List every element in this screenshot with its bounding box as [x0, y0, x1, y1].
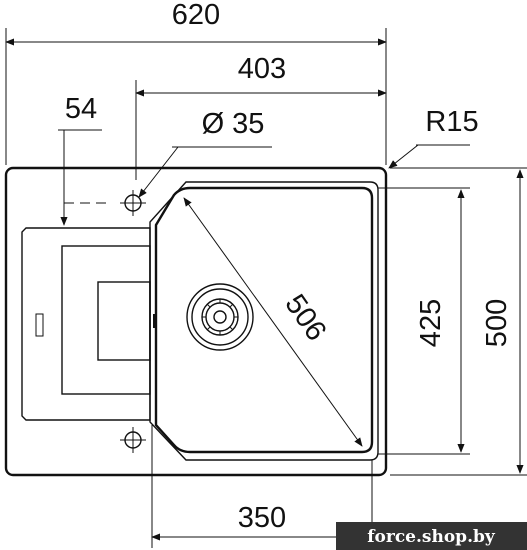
tap-hole-top — [120, 190, 146, 216]
sink-bowl — [149, 181, 379, 461]
dim-drainer-offset: 54 — [65, 93, 97, 125]
dim-overall-height: 500 — [481, 299, 513, 347]
dim-line-500 — [390, 167, 527, 476]
dim-bowl-height: 425 — [415, 299, 447, 347]
dim-line-506 — [183, 197, 363, 447]
sink-outline — [4, 166, 388, 477]
drain-strainer — [153, 283, 254, 351]
dim-line-620 — [5, 28, 387, 165]
dim-line-425 — [378, 187, 470, 455]
dim-overall-width: 620 — [172, 0, 220, 31]
drainer-tray — [21, 227, 151, 421]
dim-bowl-diagonal: 506 — [278, 289, 332, 347]
dim-line-tap-hole — [138, 146, 272, 198]
dim-line-403 — [135, 80, 387, 180]
dim-line-r15 — [388, 144, 470, 169]
dim-bowl-width: 403 — [238, 53, 286, 85]
dim-tap-hole: Ø 35 — [202, 108, 265, 140]
tap-hole-bottom — [120, 427, 146, 453]
watermark-text: force.shop.by — [367, 527, 496, 547]
dim-bowl-bottom-width: 350 — [238, 502, 286, 534]
dim-corner-radius: R15 — [425, 106, 478, 138]
watermark: force.shop.by — [336, 522, 527, 550]
dim-line-54 — [58, 129, 112, 226]
